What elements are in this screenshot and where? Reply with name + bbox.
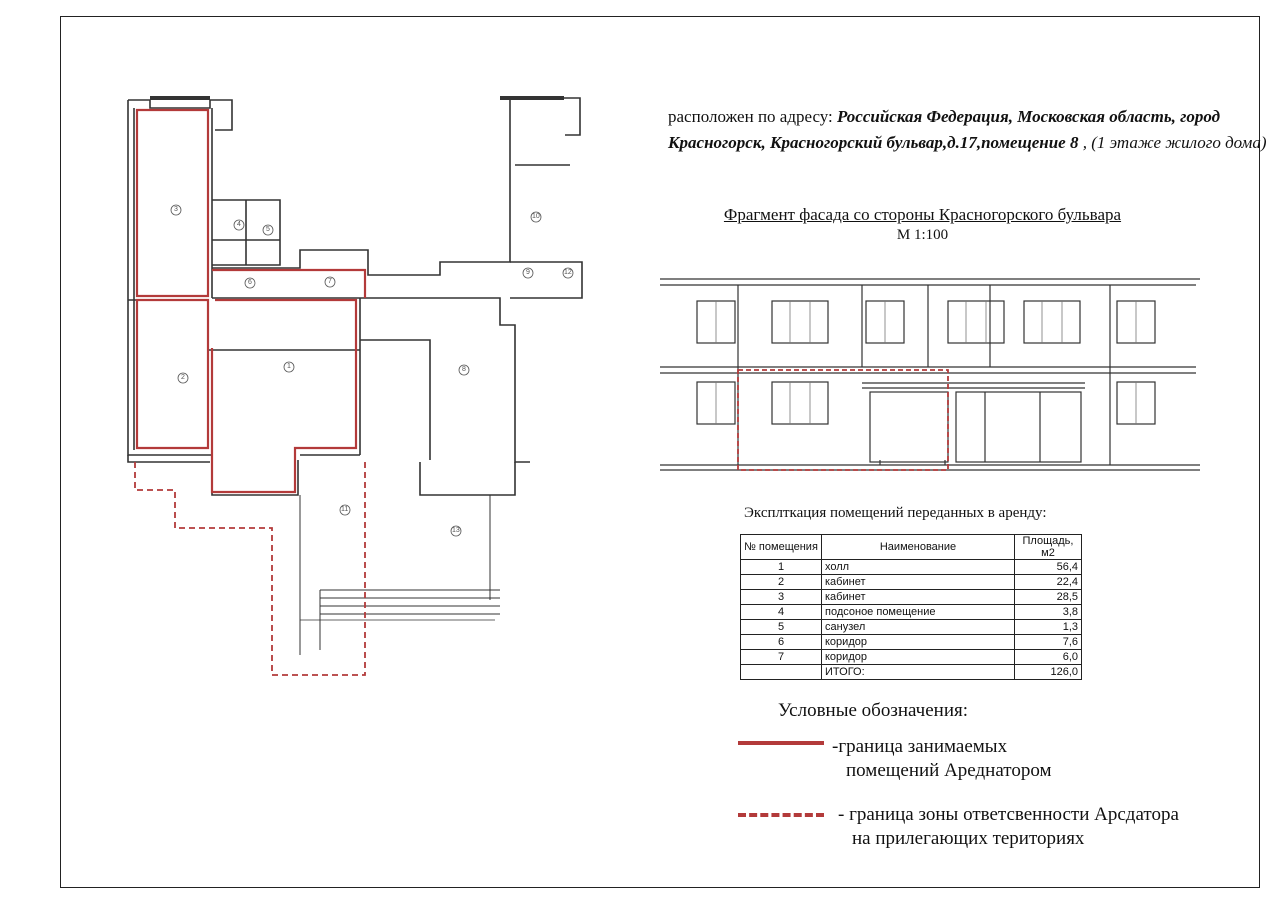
room-label: 3 — [174, 206, 178, 213]
room-label: 8 — [462, 366, 466, 373]
facade-scale: М 1:100 — [896, 227, 949, 243]
room-label: 9 — [526, 269, 530, 276]
facade-title: Фрагмент фасада со стороны Красногорског… — [723, 205, 1122, 224]
room-label: 10 — [532, 213, 540, 220]
legend-title: Условные обозначения: — [778, 700, 969, 721]
room-label: 4 — [237, 221, 241, 228]
address-block: расположен по адресу: Российская Федерац… — [668, 104, 1268, 156]
room-label: 1 — [287, 363, 291, 370]
address-suffix: , (1 этаже жилого дома) — [1078, 133, 1267, 152]
address-line1: Российская Федерация, Московская область… — [837, 107, 1221, 126]
room-label: 12 — [564, 269, 572, 276]
table-header-row: № помещения Наименование Площадь, м2 — [740, 534, 1082, 560]
facade-drawing — [660, 278, 1200, 471]
legend-item1-line2: помещений Ареднатором — [846, 760, 1052, 781]
drawing-sheet-frame — [60, 16, 1260, 888]
plan-walls — [127, 96, 583, 655]
room-markers — [170, 204, 574, 537]
legend-solid-line — [738, 741, 824, 745]
room-label: 13 — [452, 527, 460, 534]
legend-item2-line2: на прилегающих териториях — [852, 828, 1085, 849]
facade-occupied-zone — [737, 369, 949, 471]
room-label: 6 — [248, 279, 252, 286]
room-label: 2 — [181, 374, 185, 381]
room-label: 5 — [266, 226, 270, 233]
table-title: Эксплткация помещений переданных в аренд… — [744, 505, 1047, 521]
legend-item2-line1: - граница зоны ответсвенности Арсдатора — [838, 804, 1179, 825]
table-total-row: ИТОГО:126,0 — [740, 664, 1082, 680]
window-mullions — [715, 301, 1137, 424]
address-line2: Красногорск, Красногорский бульвар,д.17,… — [668, 133, 1079, 152]
room-label: 7 — [328, 278, 332, 285]
header-num: № помещения — [740, 534, 822, 560]
room-label: 11 — [341, 506, 349, 513]
occupied-border — [135, 108, 367, 494]
header-area: Площадь, м2 — [1014, 534, 1082, 560]
address-prefix: расположен по адресу: — [668, 107, 838, 126]
legend-item1-line1: -граница занимаемых — [832, 736, 1008, 757]
header-name: Наименование — [821, 534, 1015, 560]
responsibility-border — [134, 462, 366, 676]
legend-dashed-line — [738, 813, 824, 817]
